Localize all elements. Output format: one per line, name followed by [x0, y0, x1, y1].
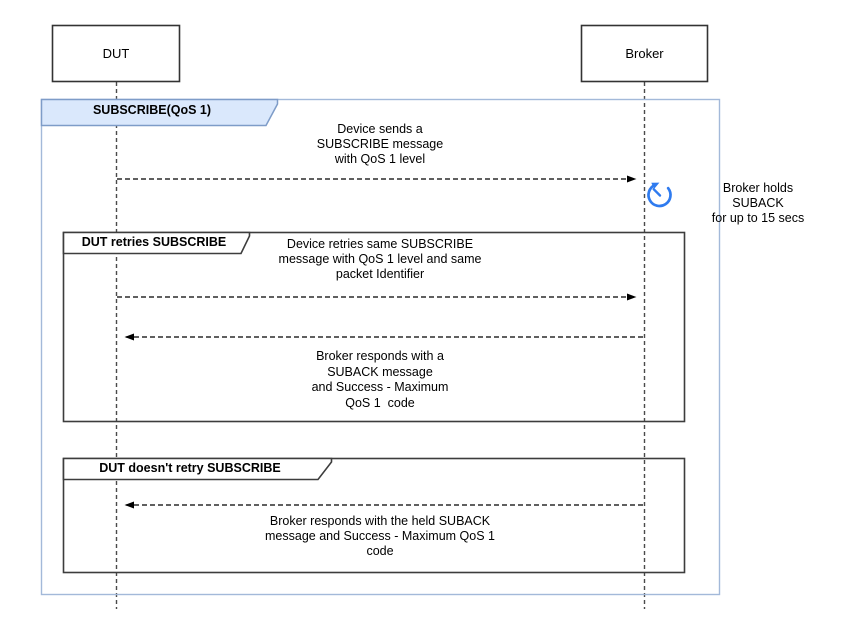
outer-frame-title: SUBSCRIBE(QoS 1) [92, 103, 212, 117]
held-suback-message-text: Broker responds with the held SUBACK mes… [265, 514, 495, 558]
broker-hold-note: Broker holds SUBACK for up to 15 secs [711, 181, 805, 225]
dut-actor-label: DUT [52, 25, 180, 82]
broker-actor-label: Broker [581, 25, 708, 82]
no-retry-frame-label-shape [62, 457, 333, 481]
retry-subscribe-message-text: Device retries same SUBSCRIBE message wi… [278, 237, 482, 281]
broker-actor-box [580, 24, 709, 83]
retry-frame-label-shape [62, 231, 251, 255]
dut-actor-text: DUT [102, 46, 130, 61]
no-retry-frame [62, 457, 686, 574]
retry-frame [62, 231, 686, 423]
dut-actor-box [51, 24, 181, 83]
suback-message-text: Broker responds with a SUBACK message an… [311, 349, 449, 410]
outer-frame [40, 98, 721, 596]
broker-actor-text: Broker [625, 46, 664, 61]
subscribe-message-text: Device sends a SUBSCRIBE message with Qo… [316, 122, 444, 166]
no-retry-frame-title: DUT doesn't retry SUBSCRIBE [99, 460, 281, 475]
retry-icon [647, 182, 672, 208]
outer-frame-label-shape [40, 98, 279, 127]
retry-frame-title: DUT retries SUBSCRIBE [81, 234, 227, 249]
